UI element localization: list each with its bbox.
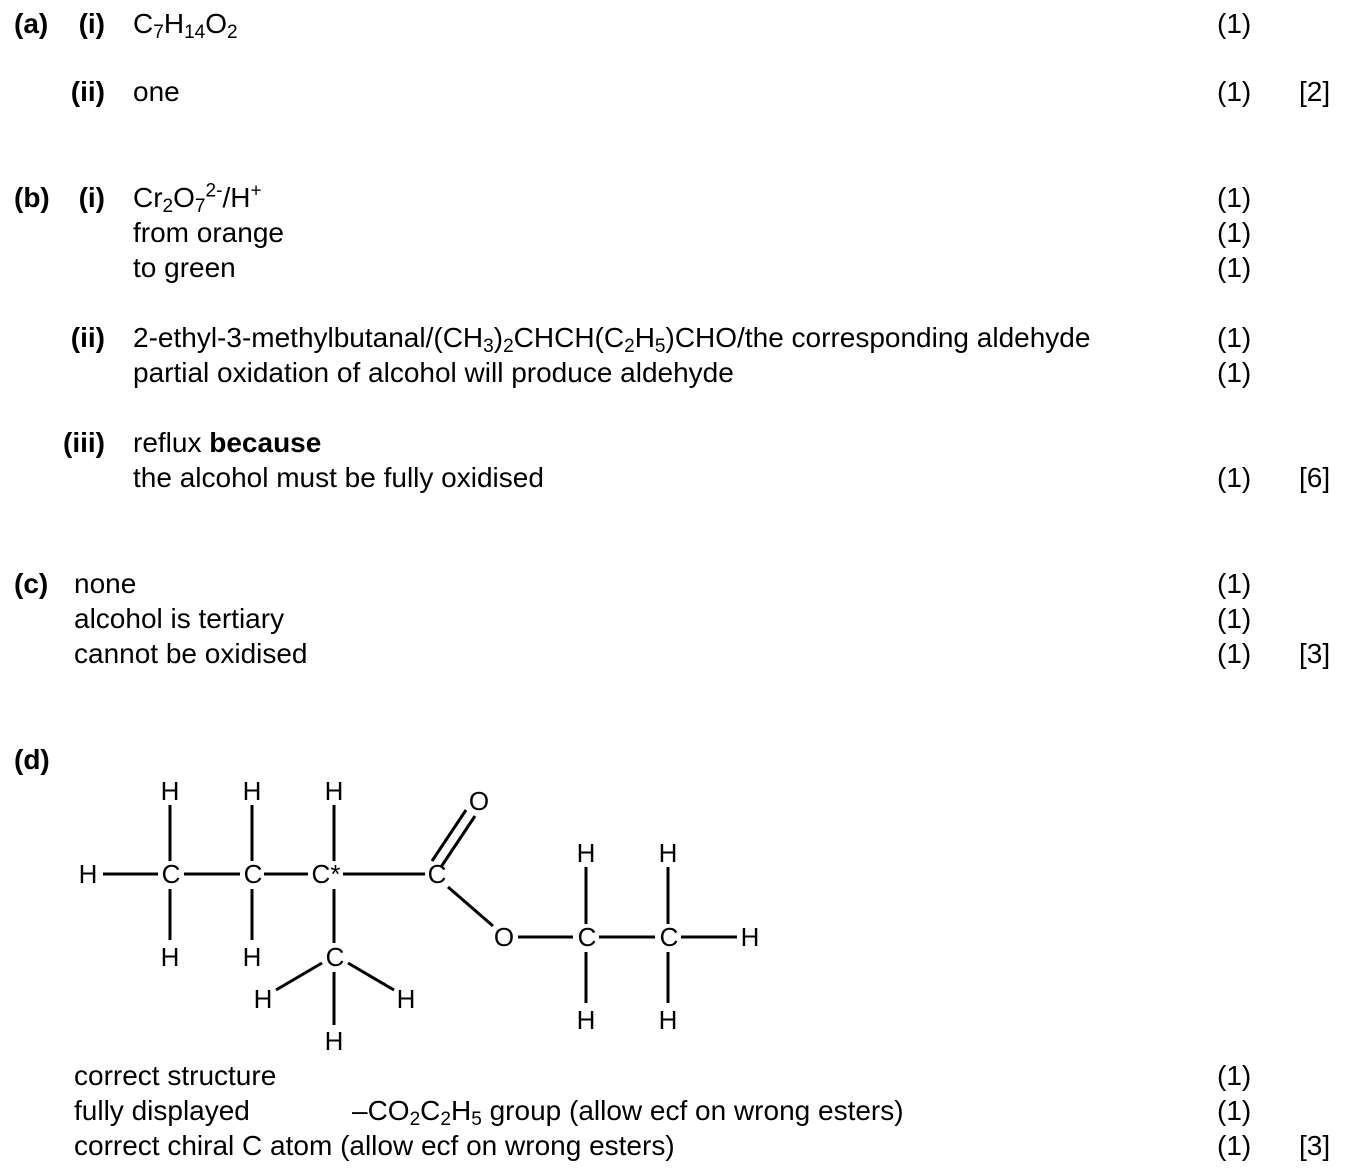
part-a-ii-answer: one — [133, 76, 180, 107]
part-b-i-mark-3: (1) — [1217, 252, 1252, 283]
part-b-i-line-orange: from orange — [133, 217, 284, 248]
part-d-mark-2: (1) — [1217, 1095, 1252, 1126]
part-a-i-label: (i) — [78, 8, 105, 39]
part-b-ii-line-2: partial oxidation of alcohol will produc… — [133, 357, 734, 388]
part-a-i-formula: C7H14O2 — [133, 8, 238, 43]
part-b-i-reagent: Cr2O72-/H+ — [133, 180, 262, 217]
atom-c: C — [326, 942, 345, 972]
part-c-label: (c) — [14, 568, 49, 599]
atom-h: H — [254, 984, 273, 1014]
part-b-i-mark-1: (1) — [1217, 182, 1252, 213]
part-b-ii-line-1: 2-ethyl-3-methylbutanal/(CH3)2CHCH(C2H5)… — [133, 322, 1091, 357]
part-b-label: (b) — [14, 182, 50, 213]
atom-h: H — [659, 1005, 678, 1035]
part-d-label: (d) — [14, 744, 50, 775]
part-d-line-group: –CO2C2H5 group (allow ecf on wrong ester… — [352, 1095, 904, 1130]
part-c-mark-3: (1) — [1217, 638, 1252, 669]
atom-c: C — [660, 922, 679, 952]
atom-h: H — [161, 942, 180, 972]
atom-c: C — [428, 859, 447, 889]
part-b-ii-mark-1: (1) — [1217, 322, 1252, 353]
part-d-total: [3] — [1299, 1130, 1331, 1161]
part-d-mark-3: (1) — [1217, 1130, 1252, 1161]
bond — [347, 961, 395, 992]
atom-o: O — [469, 786, 489, 816]
part-c-line-1: none — [74, 568, 137, 599]
atom-h: H — [79, 859, 98, 889]
atom-h: H — [325, 1026, 344, 1056]
part-b-ii-mark-2: (1) — [1217, 357, 1252, 388]
atom-c: C — [244, 859, 263, 889]
part-b-iii-line-1: reflux because — [133, 427, 322, 458]
atom-h: H — [577, 838, 596, 868]
part-d-line-displayed: fully displayed — [74, 1095, 250, 1126]
part-d-line-chiral: correct chiral C atom (allow ecf on wron… — [74, 1130, 675, 1161]
atom-h: H — [243, 942, 262, 972]
part-c-mark-2: (1) — [1217, 603, 1252, 634]
atom-h: H — [243, 776, 262, 806]
part-b-iii-line-2: the alcohol must be fully oxidised — [133, 462, 544, 493]
part-b-iii-mark: (1) — [1217, 462, 1252, 493]
part-a-total: [2] — [1299, 76, 1331, 107]
bond — [430, 809, 468, 862]
part-b-i-label: (i) — [78, 182, 105, 213]
bond — [439, 815, 477, 868]
part-c-line-3: cannot be oxidised — [74, 638, 308, 669]
part-a-i-mark: (1) — [1217, 8, 1252, 39]
part-c-mark-1: (1) — [1217, 568, 1252, 599]
atom-h: H — [397, 984, 416, 1014]
atom-h: H — [577, 1005, 596, 1035]
part-d-mark-1: (1) — [1217, 1060, 1252, 1091]
atom-h: H — [659, 838, 678, 868]
atom-c-chiral: C* — [312, 859, 341, 889]
part-b-iii-label: (iii) — [63, 427, 105, 458]
atom-c: C — [578, 922, 597, 952]
atom-c: C — [162, 859, 181, 889]
bond — [275, 961, 323, 992]
part-b-i-line-green: to green — [133, 252, 236, 283]
atom-h: H — [741, 922, 760, 952]
atom-o: O — [494, 922, 514, 952]
atom-h: H — [161, 776, 180, 806]
part-a-ii-label: (ii) — [70, 76, 105, 107]
part-b-total: [6] — [1299, 462, 1331, 493]
part-c-line-2: alcohol is tertiary — [74, 603, 285, 634]
part-c-total: [3] — [1299, 638, 1331, 669]
part-a-ii-mark: (1) — [1217, 76, 1252, 107]
part-a-label: (a) — [14, 8, 49, 39]
atom-h: H — [325, 776, 344, 806]
part-d-line-structure: correct structure — [74, 1060, 277, 1091]
bond — [447, 885, 494, 928]
part-b-ii-label: (ii) — [70, 322, 105, 353]
part-b-i-mark-2: (1) — [1217, 217, 1252, 248]
